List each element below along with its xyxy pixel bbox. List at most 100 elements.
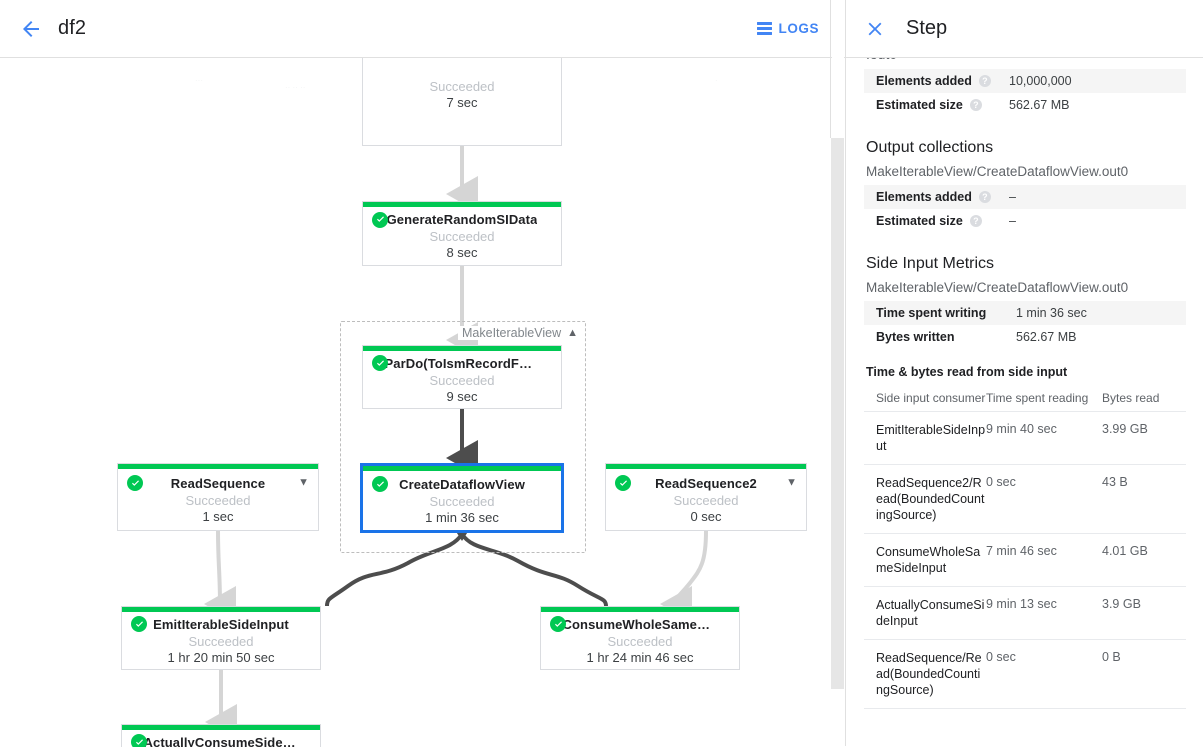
graph-node-partial-top[interactable]: Succeeded 7 sec: [362, 58, 562, 146]
output-collection-name: MakeIterableView/CreateDataflowView.out0: [866, 164, 1203, 179]
cell-consumer: EmitIterableSideInput: [876, 422, 986, 454]
node-duration: 1 min 36 sec: [425, 510, 499, 525]
check-circle-icon: [550, 616, 566, 632]
node-title: ConsumeWholeSameSi…: [563, 617, 718, 632]
side-input-metrics-heading: Side Input Metrics: [866, 255, 1203, 273]
metric-key: Elements added ?: [876, 190, 1009, 204]
chevron-down-icon[interactable]: ▼: [298, 478, 309, 489]
logs-lines-icon: [757, 22, 772, 35]
node-status: Succeeded: [429, 494, 494, 509]
panel-body[interactable]: .out0 Elements added ? 10,000,000 Estima…: [846, 57, 1203, 746]
check-circle-icon: [372, 476, 388, 492]
side-input-read-table-title: Time & bytes read from side input: [866, 365, 1203, 379]
node-title: ReadSequence: [171, 476, 265, 491]
check-circle-icon: [615, 475, 631, 491]
help-icon[interactable]: ?: [970, 215, 982, 227]
node-status: Succeeded: [185, 493, 250, 508]
output-metrics-table: Elements added ? – Estimated size ? –: [864, 185, 1186, 233]
canvas-artifact: ···: [195, 76, 203, 85]
graph-node-actually-consume-side-input[interactable]: ActuallyConsumeSideI… Succeeded 1 hr 12 …: [121, 724, 321, 747]
metric-value: 1 min 36 sec: [1016, 306, 1087, 320]
graph-node-read-sequence[interactable]: ReadSequence ▼ Succeeded 1 sec: [117, 463, 319, 531]
panel-title: Step: [906, 17, 947, 40]
cell-consumer: ActuallyConsumeSideInput: [876, 597, 986, 629]
help-icon[interactable]: ?: [970, 99, 982, 111]
cell-bytes: 4.01 GB: [1102, 544, 1182, 576]
metric-key: Elements added ?: [876, 74, 1009, 88]
help-icon[interactable]: ?: [979, 191, 991, 203]
graph-node-create-dataflow-view[interactable]: CreateDataflowView Succeeded 1 min 36 se…: [360, 463, 564, 533]
vertical-scrollbar[interactable]: [831, 138, 844, 689]
cell-time: 0 sec: [986, 475, 1102, 523]
metric-key-label: Bytes written: [876, 330, 955, 344]
graph-node-pardo-to-ism-record-for[interactable]: ParDo(ToIsmRecordFor… Succeeded 9 sec: [362, 345, 562, 409]
metric-key-label: Time spent writing: [876, 306, 986, 320]
node-title: GenerateRandomSIData: [387, 212, 538, 227]
node-title: ReadSequence2: [655, 476, 757, 491]
node-status: Succeeded: [429, 79, 494, 94]
cell-bytes: 3.9 GB: [1102, 597, 1182, 629]
node-status: Succeeded: [429, 373, 494, 388]
table-row: EmitIterableSideInput 9 min 40 sec 3.99 …: [864, 412, 1186, 465]
node-duration: 1 hr 24 min 46 sec: [587, 650, 694, 665]
table-row: Time spent writing 1 min 36 sec: [864, 301, 1186, 325]
metric-key: Estimated size ?: [876, 214, 1009, 228]
metric-key: Time spent writing: [876, 306, 1016, 320]
help-icon[interactable]: ?: [979, 75, 991, 87]
table-row: ActuallyConsumeSideInput 9 min 13 sec 3.…: [864, 587, 1186, 640]
panel-header: Step: [846, 0, 1203, 58]
node-title: CreateDataflowView: [399, 477, 525, 492]
arrow-left-icon: [19, 17, 43, 41]
cell-bytes: 0 B: [1102, 650, 1182, 698]
close-icon: [864, 18, 886, 40]
table-row: Elements added ? 10,000,000: [864, 69, 1186, 93]
job-graph-canvas[interactable]: ··· ·· ·· ·· ·· ·· ·· ·: [0, 58, 845, 747]
check-circle-icon: [127, 475, 143, 491]
node-duration: 9 sec: [446, 389, 477, 404]
node-duration: 1 hr 20 min 50 sec: [168, 650, 275, 665]
graph-region: df2 LOGS ··· ·· ·· ·· ·· ·· ·· ·: [0, 0, 845, 746]
node-title: ParDo(ToIsmRecordFor…: [385, 356, 540, 371]
check-circle-icon: [372, 355, 388, 371]
metric-key-label: Elements added: [876, 190, 972, 204]
cell-time: 7 min 46 sec: [986, 544, 1102, 576]
table-row: Estimated size ? 562.67 MB: [864, 93, 1186, 117]
chevron-down-icon[interactable]: ▼: [786, 478, 797, 489]
cell-time: 0 sec: [986, 650, 1102, 698]
input-metrics-table: Elements added ? 10,000,000 Estimated si…: [864, 69, 1186, 117]
close-button[interactable]: [864, 18, 886, 40]
side-input-write-metrics-table: Time spent writing 1 min 36 sec Bytes wr…: [864, 301, 1186, 349]
graph-node-generate-random-si-data[interactable]: GenerateRandomSIData Succeeded 8 sec: [362, 201, 562, 266]
chevron-up-icon: ▲: [567, 328, 578, 339]
table-row: ReadSequence/Read(BoundedCountingSource)…: [864, 640, 1186, 709]
side-input-collection-name: MakeIterableView/CreateDataflowView.out0: [866, 280, 1203, 295]
metric-key-label: Estimated size: [876, 214, 963, 228]
canvas-edge-divider: [830, 0, 831, 138]
table-row: Elements added ? –: [864, 185, 1186, 209]
node-duration: 0 sec: [690, 509, 721, 524]
cell-time: 9 min 40 sec: [986, 422, 1102, 454]
column-header-bytes: Bytes read: [1102, 391, 1182, 405]
check-circle-icon: [372, 212, 388, 228]
cell-consumer: ReadSequence2/Read(BoundedCountingSource…: [876, 475, 986, 523]
graph-node-consume-whole-same-side-input[interactable]: ConsumeWholeSameSi… Succeeded 1 hr 24 mi…: [540, 606, 740, 670]
node-status: Succeeded: [429, 229, 494, 244]
node-duration: 8 sec: [446, 245, 477, 260]
panel-scroll-content: .out0 Elements added ? 10,000,000 Estima…: [846, 57, 1203, 709]
metric-key: Bytes written: [876, 330, 1016, 344]
graph-node-read-sequence-2[interactable]: ReadSequence2 ▼ Succeeded 0 sec: [605, 463, 807, 531]
metric-value: –: [1009, 214, 1016, 228]
check-circle-icon: [131, 616, 147, 632]
graph-node-emit-iterable-side-input[interactable]: EmitIterableSideInput Succeeded 1 hr 20 …: [121, 606, 321, 670]
step-details-panel: Step .out0 Elements added ? 10,000,000: [845, 0, 1203, 746]
node-title: ActuallyConsumeSideI…: [144, 735, 299, 747]
top-bar: df2 LOGS: [0, 0, 845, 58]
cell-time: 9 min 13 sec: [986, 597, 1102, 629]
side-input-read-table: Side input consumer Time spent reading B…: [864, 387, 1186, 709]
group-label-make-iterable-view[interactable]: MakeIterableView ▲: [458, 326, 582, 340]
back-button[interactable]: [18, 16, 44, 42]
metric-value: –: [1009, 190, 1016, 204]
logs-button[interactable]: LOGS: [757, 21, 819, 36]
table-row: ConsumeWholeSameSideInput 7 min 46 sec 4…: [864, 534, 1186, 587]
